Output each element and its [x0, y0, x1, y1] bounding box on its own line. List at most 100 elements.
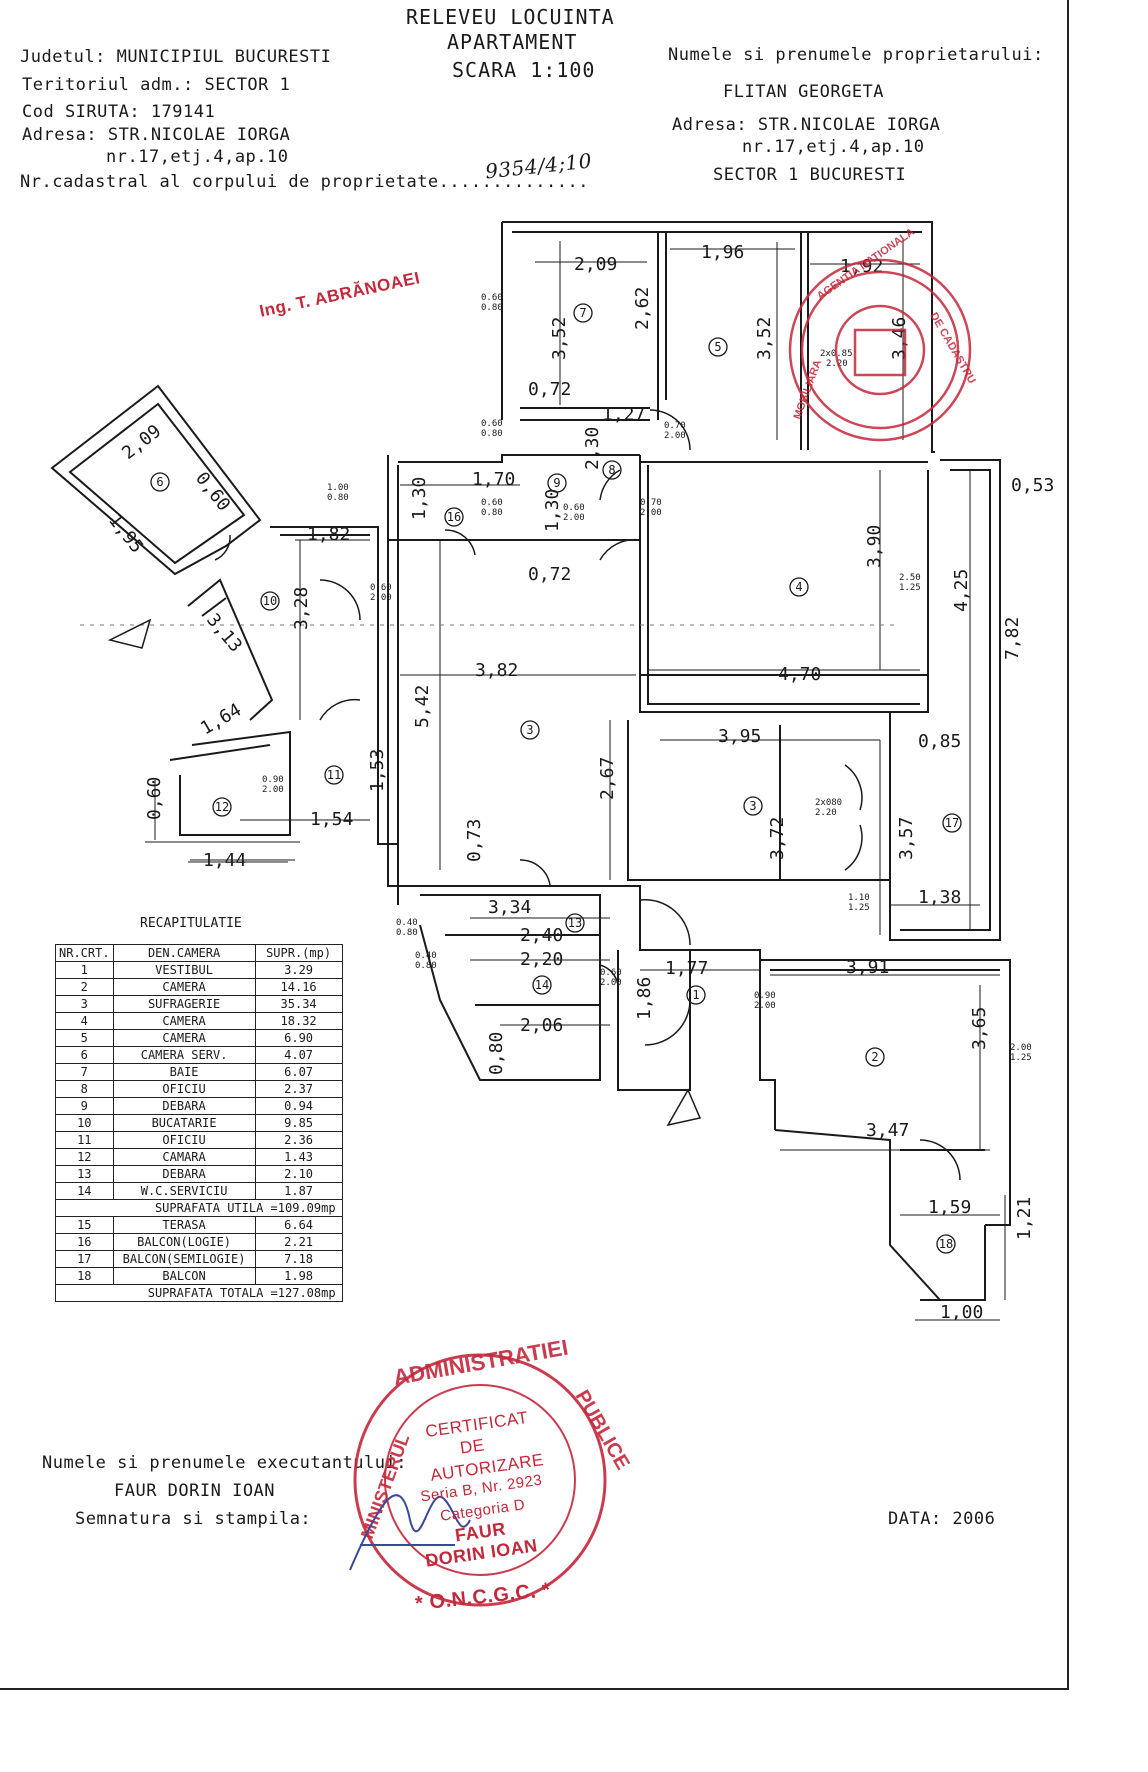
svg-text:1,96: 1,96	[701, 242, 744, 263]
executant-label: Numele si prenumele executantului:	[42, 1453, 407, 1473]
svg-text:2.20: 2.20	[826, 359, 848, 369]
cell: BUCATARIE	[112, 1114, 256, 1132]
svg-text:17: 17	[945, 816, 959, 830]
title-line-2: APARTAMENT	[447, 30, 578, 54]
address-line-2: nr.17,etj.4,ap.10	[106, 147, 289, 167]
svg-text:0.70: 0.70	[664, 421, 686, 431]
cell: 18	[55, 1267, 114, 1285]
cell: CAMARA	[112, 1148, 256, 1166]
judet-text: Judetul: MUNICIPIUL BUCURESTI	[20, 47, 332, 67]
svg-text:0.80: 0.80	[481, 303, 503, 313]
svg-text:14: 14	[535, 978, 549, 992]
svg-text:2.00: 2.00	[664, 431, 686, 441]
svg-text:2,20: 2,20	[520, 949, 563, 970]
wall-upper-block	[501, 221, 935, 453]
svg-text:1,53: 1,53	[367, 749, 388, 792]
cell: BALCON	[112, 1267, 256, 1285]
svg-text:5: 5	[714, 340, 721, 354]
svg-text:1,82: 1,82	[307, 524, 350, 545]
owner-name: FLITAN GEORGETA	[723, 82, 885, 102]
signature-label: Semnatura si stampila:	[75, 1509, 312, 1529]
svg-text:3,65: 3,65	[969, 1007, 990, 1050]
svg-text:0,60: 0,60	[144, 777, 165, 820]
svg-text:0.40: 0.40	[415, 951, 437, 961]
svg-text:0.80: 0.80	[481, 429, 503, 439]
svg-text:1,00: 1,00	[940, 1302, 983, 1323]
owner-address-line-3: SECTOR 1 BUCURESTI	[713, 165, 907, 185]
svg-text:2.00: 2.00	[754, 1001, 776, 1011]
page-border-right	[1067, 0, 1069, 1690]
page-border-bottom	[0, 1688, 1069, 1690]
svg-text:0.80: 0.80	[481, 508, 503, 518]
svg-text:3,52: 3,52	[549, 317, 570, 360]
svg-text:1: 1	[692, 988, 699, 1002]
svg-text:1,86: 1,86	[634, 977, 655, 1020]
header-camera: DEN.CAMERA	[112, 944, 256, 962]
svg-text:1,21: 1,21	[1014, 1197, 1035, 1240]
svg-text:9: 9	[553, 476, 560, 490]
svg-text:2.00: 2.00	[370, 593, 392, 603]
svg-text:1.25: 1.25	[1010, 1053, 1032, 1063]
svg-text:3,57: 3,57	[896, 817, 917, 860]
cell: 6.90	[254, 1029, 343, 1047]
svg-text:5,42: 5,42	[412, 685, 433, 728]
svg-text:1,30: 1,30	[542, 489, 563, 532]
svg-text:2x080: 2x080	[815, 798, 842, 808]
svg-text:3,82: 3,82	[475, 660, 518, 681]
svg-text:2.50: 2.50	[899, 573, 921, 583]
svg-text:2,09: 2,09	[574, 254, 617, 275]
svg-text:18: 18	[939, 1237, 953, 1251]
svg-text:3,52: 3,52	[754, 317, 775, 360]
svg-text:7,82: 7,82	[1002, 617, 1023, 660]
svg-text:6: 6	[156, 475, 163, 489]
svg-text:3: 3	[749, 799, 756, 813]
svg-text:16: 16	[447, 510, 461, 524]
header-suprafata: SUPR.(mp)	[254, 944, 343, 962]
svg-text:13: 13	[568, 916, 582, 930]
svg-text:0.80: 0.80	[396, 928, 418, 938]
svg-text:2.00: 2.00	[262, 785, 284, 795]
svg-text:1.25: 1.25	[899, 583, 921, 593]
svg-text:0.60: 0.60	[481, 419, 503, 429]
svg-text:0,85: 0,85	[918, 731, 961, 752]
svg-text:1.10: 1.10	[848, 893, 870, 903]
svg-text:0.60: 0.60	[370, 583, 392, 593]
svg-text:MINISTERUL: MINISTERUL	[357, 1431, 413, 1541]
svg-text:4,70: 4,70	[778, 664, 821, 685]
cadastral-label: Nr.cadastral al corpului de proprietate.…	[20, 172, 589, 192]
svg-text:3,90: 3,90	[864, 525, 885, 568]
svg-text:1.00: 1.00	[327, 483, 349, 493]
suprafata-totala: SUPRAFATA TOTALA =127.08mp	[55, 1284, 343, 1302]
wall-room-6	[50, 384, 262, 576]
address-line-1: Adresa: STR.NICOLAE IORGA	[22, 125, 291, 145]
svg-text:3,34: 3,34	[488, 897, 531, 918]
teritoriu-text: Teritoriul adm.: SECTOR 1	[22, 75, 291, 95]
cell: 35.34	[254, 995, 343, 1013]
document-date: DATA: 2006	[888, 1509, 996, 1529]
svg-text:0.60: 0.60	[481, 498, 503, 508]
svg-text:1.25: 1.25	[848, 903, 870, 913]
svg-text:2,06: 2,06	[520, 1015, 563, 1036]
cell: OFICIU	[112, 1080, 256, 1098]
svg-text:1,27: 1,27	[602, 404, 645, 425]
table-summary-util: SUPRAFATA UTILA =109.09mp	[55, 1199, 343, 1217]
svg-text:0.60: 0.60	[600, 968, 622, 978]
svg-text:2.20: 2.20	[815, 808, 837, 818]
svg-text:1,44: 1,44	[203, 850, 246, 871]
svg-text:2,40: 2,40	[520, 925, 563, 946]
title-scale: SCARA 1:100	[452, 58, 596, 82]
svg-text:2,30: 2,30	[582, 427, 603, 470]
svg-text:1,54: 1,54	[310, 809, 353, 830]
svg-text:1,70: 1,70	[472, 469, 515, 490]
svg-text:0,80: 0,80	[486, 1032, 507, 1075]
svg-text:10: 10	[263, 594, 277, 608]
